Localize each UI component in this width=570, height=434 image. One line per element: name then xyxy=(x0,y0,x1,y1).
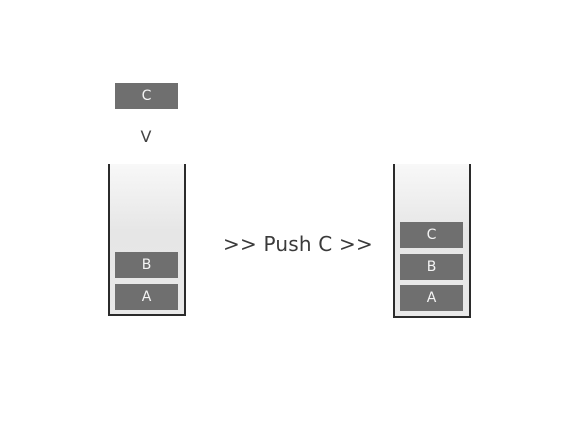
stack-before-element-b: B xyxy=(115,252,178,278)
stack-after-element-b: B xyxy=(400,254,463,280)
stack-after-element-c: C xyxy=(400,222,463,248)
stack-after-element-a: A xyxy=(400,285,463,311)
stack-before-element-a: A xyxy=(115,284,178,310)
push-arrow-down-icon: V xyxy=(140,127,152,146)
incoming-element-c: C xyxy=(115,83,178,109)
push-operation-label: >> Push C >> xyxy=(223,232,373,256)
